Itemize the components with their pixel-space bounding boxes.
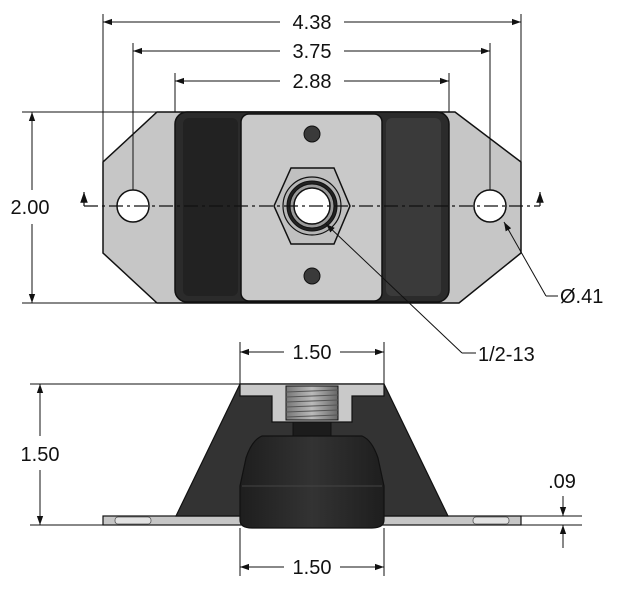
dim-bottom-width: 1.50: [239, 528, 385, 579]
dim-side-height-label: 1.50: [21, 444, 60, 466]
dim-hole-diameter-label: Ø.41: [560, 286, 603, 308]
dim-thread-label: 1/2-13: [478, 344, 535, 366]
small-hole-bottom: [303, 267, 321, 285]
dim-base-thickness-label: .09: [548, 471, 576, 493]
dim-hole-spacing-label: 3.75: [293, 41, 332, 63]
dim-bottom-width-label: 1.50: [293, 557, 332, 579]
dim-height-top-view: 2.00: [11, 111, 157, 304]
side-view: [102, 383, 522, 529]
dim-hole-diameter: Ø.41: [503, 221, 603, 308]
dim-top-plate-width-label: 1.50: [293, 342, 332, 364]
dim-base-thickness: .09: [521, 471, 582, 548]
side-bumper: [239, 435, 385, 529]
dim-side-height: 1.50: [21, 383, 240, 526]
dim-height-top-view-label: 2.00: [11, 197, 50, 219]
small-hole-top: [303, 125, 321, 143]
dim-overall-width-label: 4.38: [293, 12, 332, 34]
dim-thread: 1/2-13: [325, 223, 535, 366]
top-view: [80, 111, 544, 304]
dim-top-plate-width: 1.50: [239, 342, 385, 384]
dim-hole-spacing: 3.75: [132, 41, 491, 190]
dim-overall-width: 4.38: [102, 12, 522, 162]
dim-rubber-width: 2.88: [174, 71, 450, 112]
dim-rubber-width-label: 2.88: [293, 71, 332, 93]
